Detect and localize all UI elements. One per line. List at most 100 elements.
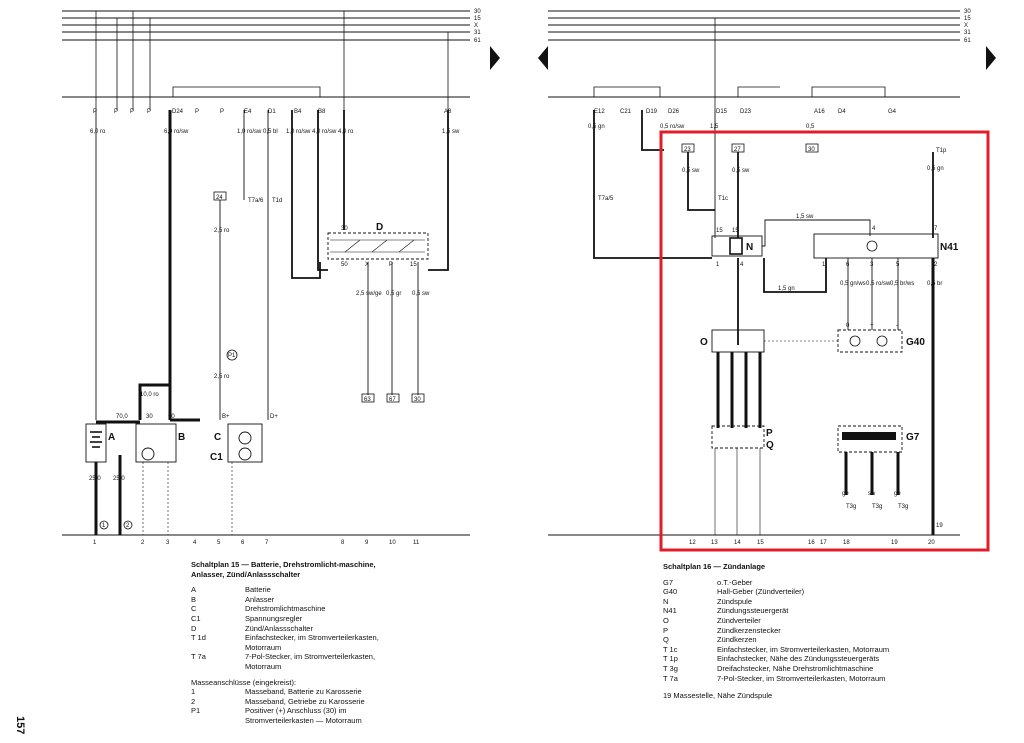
wire-spec: 0,5	[806, 124, 815, 130]
p1-label: P1	[228, 353, 236, 359]
component-label: D	[376, 222, 383, 233]
legend-code: A	[191, 585, 197, 595]
connector-label: T1p	[936, 148, 947, 154]
terminal-label: X	[365, 262, 369, 268]
tap-label: D15	[716, 109, 728, 115]
tap-label: P	[114, 109, 118, 115]
legend-code: T 1c	[663, 644, 678, 654]
terminal-label: 2	[934, 262, 938, 268]
tdc-sender-g7	[837, 425, 903, 453]
wire-spec: 0,5 gn	[588, 124, 605, 130]
next-page-arrow-icon[interactable]	[490, 46, 500, 70]
component-label: Q	[766, 440, 774, 451]
tap-label: C21	[620, 109, 632, 115]
tap-label: D19	[646, 109, 658, 115]
wire-spec: 1,5 sw	[442, 129, 460, 135]
legend-description: Zündverteiler	[717, 615, 761, 625]
wire-spec: 1,5 sw	[796, 214, 814, 220]
ref-box: 24	[216, 195, 223, 201]
legend-code: T 7a	[191, 652, 206, 662]
component-label: A	[108, 432, 115, 443]
battery-a	[85, 423, 107, 463]
legend-code: Q	[663, 635, 669, 645]
schematic-16	[548, 10, 960, 536]
terminal-label: 50	[341, 262, 348, 268]
tap-label: B4	[294, 109, 302, 115]
tap-label: E12	[594, 109, 605, 115]
wire-spec: 0,5 ro/sw	[866, 281, 891, 287]
column-number: 11	[413, 540, 420, 546]
left-labels: 30 15 X 31 61 P P P P D24 P P E4 D1 B4 B…	[89, 9, 481, 546]
ground-mark: 2	[126, 523, 130, 529]
column-number: 7	[265, 540, 269, 546]
column-number: 17	[820, 540, 827, 546]
wire-spec: 6,0 ro/sw	[164, 129, 189, 135]
component-label: G40	[906, 337, 925, 348]
wire-spec: sw	[868, 491, 876, 497]
wire-spec: ge	[894, 491, 901, 497]
terminal-label: D+	[270, 414, 278, 420]
wire-spec: ge	[842, 491, 849, 497]
tap-label: G4	[888, 109, 897, 115]
tap-label: D23	[740, 109, 752, 115]
ref-box: 23	[684, 147, 691, 153]
legend-description: Zündkerzenstecker	[717, 625, 781, 635]
prev-page-arrow-icon[interactable]	[538, 46, 548, 70]
wire-spec: 0,5 gn	[927, 166, 944, 172]
column-number: 16	[808, 540, 815, 546]
wire-spec: 4,0 ro	[338, 129, 354, 135]
wire-spec: 0,5 bl	[263, 129, 278, 135]
column-number: 9	[365, 540, 369, 546]
legend-code: 1	[191, 687, 196, 697]
tap-label: P	[147, 109, 151, 115]
wire-spec: 0,5 gn/ws	[840, 281, 866, 287]
column-number: 4	[193, 540, 197, 546]
terminal-label: B+	[222, 414, 230, 420]
legend-description: o.T.-Geber	[717, 577, 753, 587]
ref-box: 30	[414, 397, 421, 403]
tap-label: D26	[668, 109, 680, 115]
column-number: 5	[217, 540, 221, 546]
ref-box: 27	[734, 147, 741, 153]
terminal-label: 30	[341, 226, 348, 232]
wire-spec: 25,0	[89, 476, 101, 482]
terminal-label: 1	[716, 262, 720, 268]
column-number: 3	[166, 540, 170, 546]
terminal-label: -	[896, 323, 898, 329]
tap-label: P	[220, 109, 224, 115]
legend-code: G7	[663, 577, 674, 587]
column-number: 13	[711, 540, 718, 546]
component-label: N	[746, 242, 753, 253]
column-number: 10	[389, 540, 396, 546]
legend-code: T 3g	[663, 663, 678, 673]
wire-spec: 10,0 ro	[140, 392, 159, 398]
tap-label: E4	[244, 109, 252, 115]
alternator-c	[227, 423, 263, 463]
wire-spec: 70,0	[116, 414, 128, 420]
ref-box: 30	[808, 147, 815, 153]
connector-label: T1d	[272, 198, 282, 204]
legend-code: T 7a	[663, 673, 678, 683]
caption-title: Schaltplan 15 — Batterie, Drehstromlicht…	[191, 560, 376, 579]
bus-label: 30	[964, 9, 971, 15]
bus-label: X	[474, 23, 478, 29]
wire-spec: 1,5 gn	[778, 286, 795, 292]
legend-description: Anlasser	[245, 594, 275, 604]
terminal-label: 15	[410, 262, 417, 268]
bus-label: 61	[964, 38, 971, 44]
ignition-switch-d	[327, 232, 429, 260]
tap-label: P	[195, 109, 199, 115]
next-page-arrow-icon[interactable]	[986, 46, 996, 70]
schematic-15	[62, 10, 470, 536]
